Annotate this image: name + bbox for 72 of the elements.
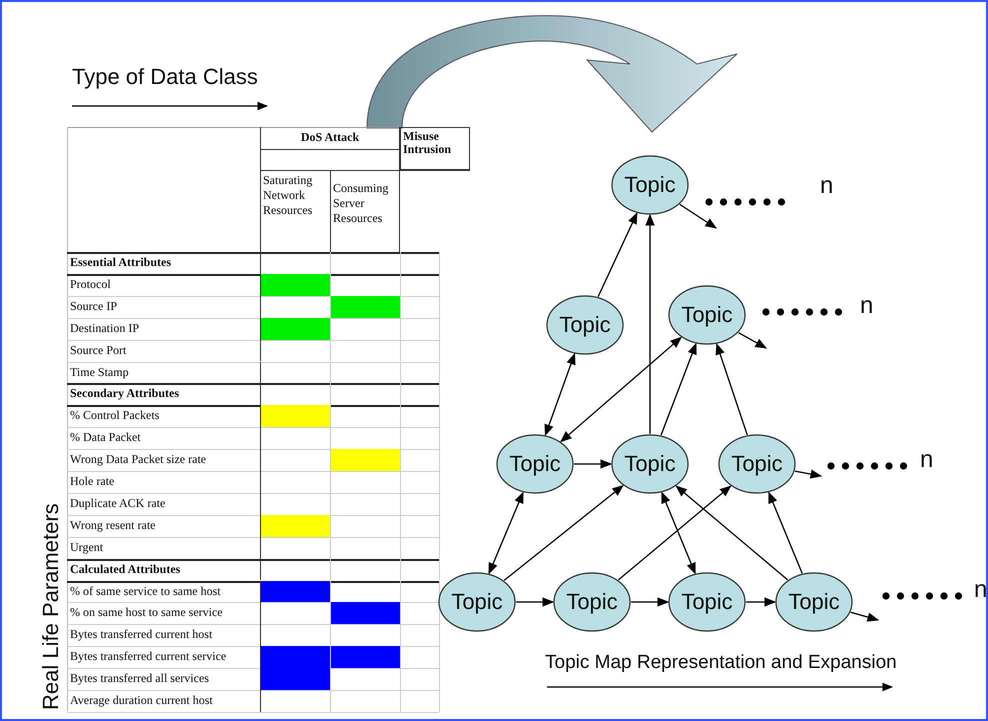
- row-label: Hole rate: [70, 475, 114, 488]
- row-label: Time Stamp: [70, 366, 129, 378]
- arrow: [488, 491, 524, 575]
- topic-label: Topic: [681, 302, 733, 328]
- row-label: Source Port: [70, 344, 126, 357]
- arrow: [504, 484, 624, 581]
- count-label: n: [920, 446, 934, 474]
- row-label: Secondary Attributes: [70, 387, 179, 400]
- count-label: n: [860, 292, 874, 320]
- axis-title: Type of Data Class: [72, 64, 258, 90]
- topic-ellipse: [496, 434, 574, 494]
- topic-ellipse: [546, 295, 624, 355]
- arrow: [574, 459, 612, 469]
- row-label: Calculated Attributes: [70, 562, 180, 576]
- topic-label: Topic: [731, 451, 783, 477]
- row-label: Protocol: [70, 278, 111, 291]
- arrow: [738, 332, 768, 349]
- row-label: Bytes transferred current host: [70, 628, 212, 642]
- topic-ellipse: [668, 285, 746, 345]
- topic-label: Topic: [624, 451, 676, 477]
- row-label: Essential Attributes: [70, 256, 172, 269]
- row-label: Wrong resent rate: [70, 518, 156, 532]
- arrow: [746, 597, 776, 607]
- count-label: n: [820, 172, 834, 200]
- arrow: [768, 492, 803, 574]
- arrow: [716, 342, 748, 436]
- topic-ellipse: [775, 572, 853, 632]
- row-label: Destination IP: [70, 322, 139, 335]
- column-header: Consuming Server Resources: [333, 181, 390, 226]
- row-label: Bytes transferred current service: [70, 650, 226, 664]
- row-label: Average duration current host: [70, 694, 213, 707]
- topic-ellipse: [718, 434, 796, 494]
- arrow: [645, 214, 655, 434]
- arrow: [631, 597, 670, 607]
- topic-ellipse: [438, 572, 516, 632]
- topic-label: Topic: [624, 172, 676, 198]
- arrow: [544, 352, 576, 436]
- topic-label: Topic: [681, 589, 733, 615]
- arrow: [618, 485, 732, 580]
- arrow: [598, 212, 638, 298]
- row-label: Source IP: [70, 300, 117, 313]
- row-label: Bytes transferred all services: [70, 672, 209, 686]
- topic-ellipse: [553, 572, 631, 632]
- column-header: Misuse Intrusion: [403, 130, 452, 156]
- row-label: Wrong Data Packet size rate: [70, 453, 206, 466]
- row-label: % Data Packet: [70, 431, 141, 444]
- arrow: [679, 204, 717, 229]
- topic-label: Topic: [509, 451, 561, 477]
- count-label: n: [974, 576, 986, 604]
- arrow: [675, 485, 788, 580]
- row-label: Urgent: [70, 540, 104, 554]
- topic-ellipse: [668, 572, 746, 632]
- arrow: [560, 336, 682, 442]
- topic-label: Topic: [451, 589, 503, 615]
- row-label: % of same service to same host: [70, 584, 221, 598]
- arrow: [516, 597, 554, 607]
- axis-title: Real Life Parameters: [38, 503, 64, 710]
- row-label: % Control Packets: [70, 409, 160, 422]
- topic-ellipse: [611, 155, 689, 215]
- topic-label: Topic: [559, 312, 611, 338]
- column-header: Saturating Network Resources: [263, 173, 314, 218]
- axis-title: Topic Map Representation and Expansion: [545, 652, 897, 674]
- arrow: [850, 612, 880, 622]
- row-label: Duplicate ACK rate: [70, 496, 166, 510]
- arrow: [660, 342, 697, 436]
- row-label: % on same host to same service: [70, 606, 223, 620]
- arrow: [794, 469, 822, 479]
- topic-label: Topic: [788, 589, 840, 615]
- column-header: DoS Attack: [300, 131, 360, 144]
- topic-label: Topic: [566, 589, 618, 615]
- topic-ellipse: [611, 434, 689, 494]
- arrow: [661, 492, 696, 574]
